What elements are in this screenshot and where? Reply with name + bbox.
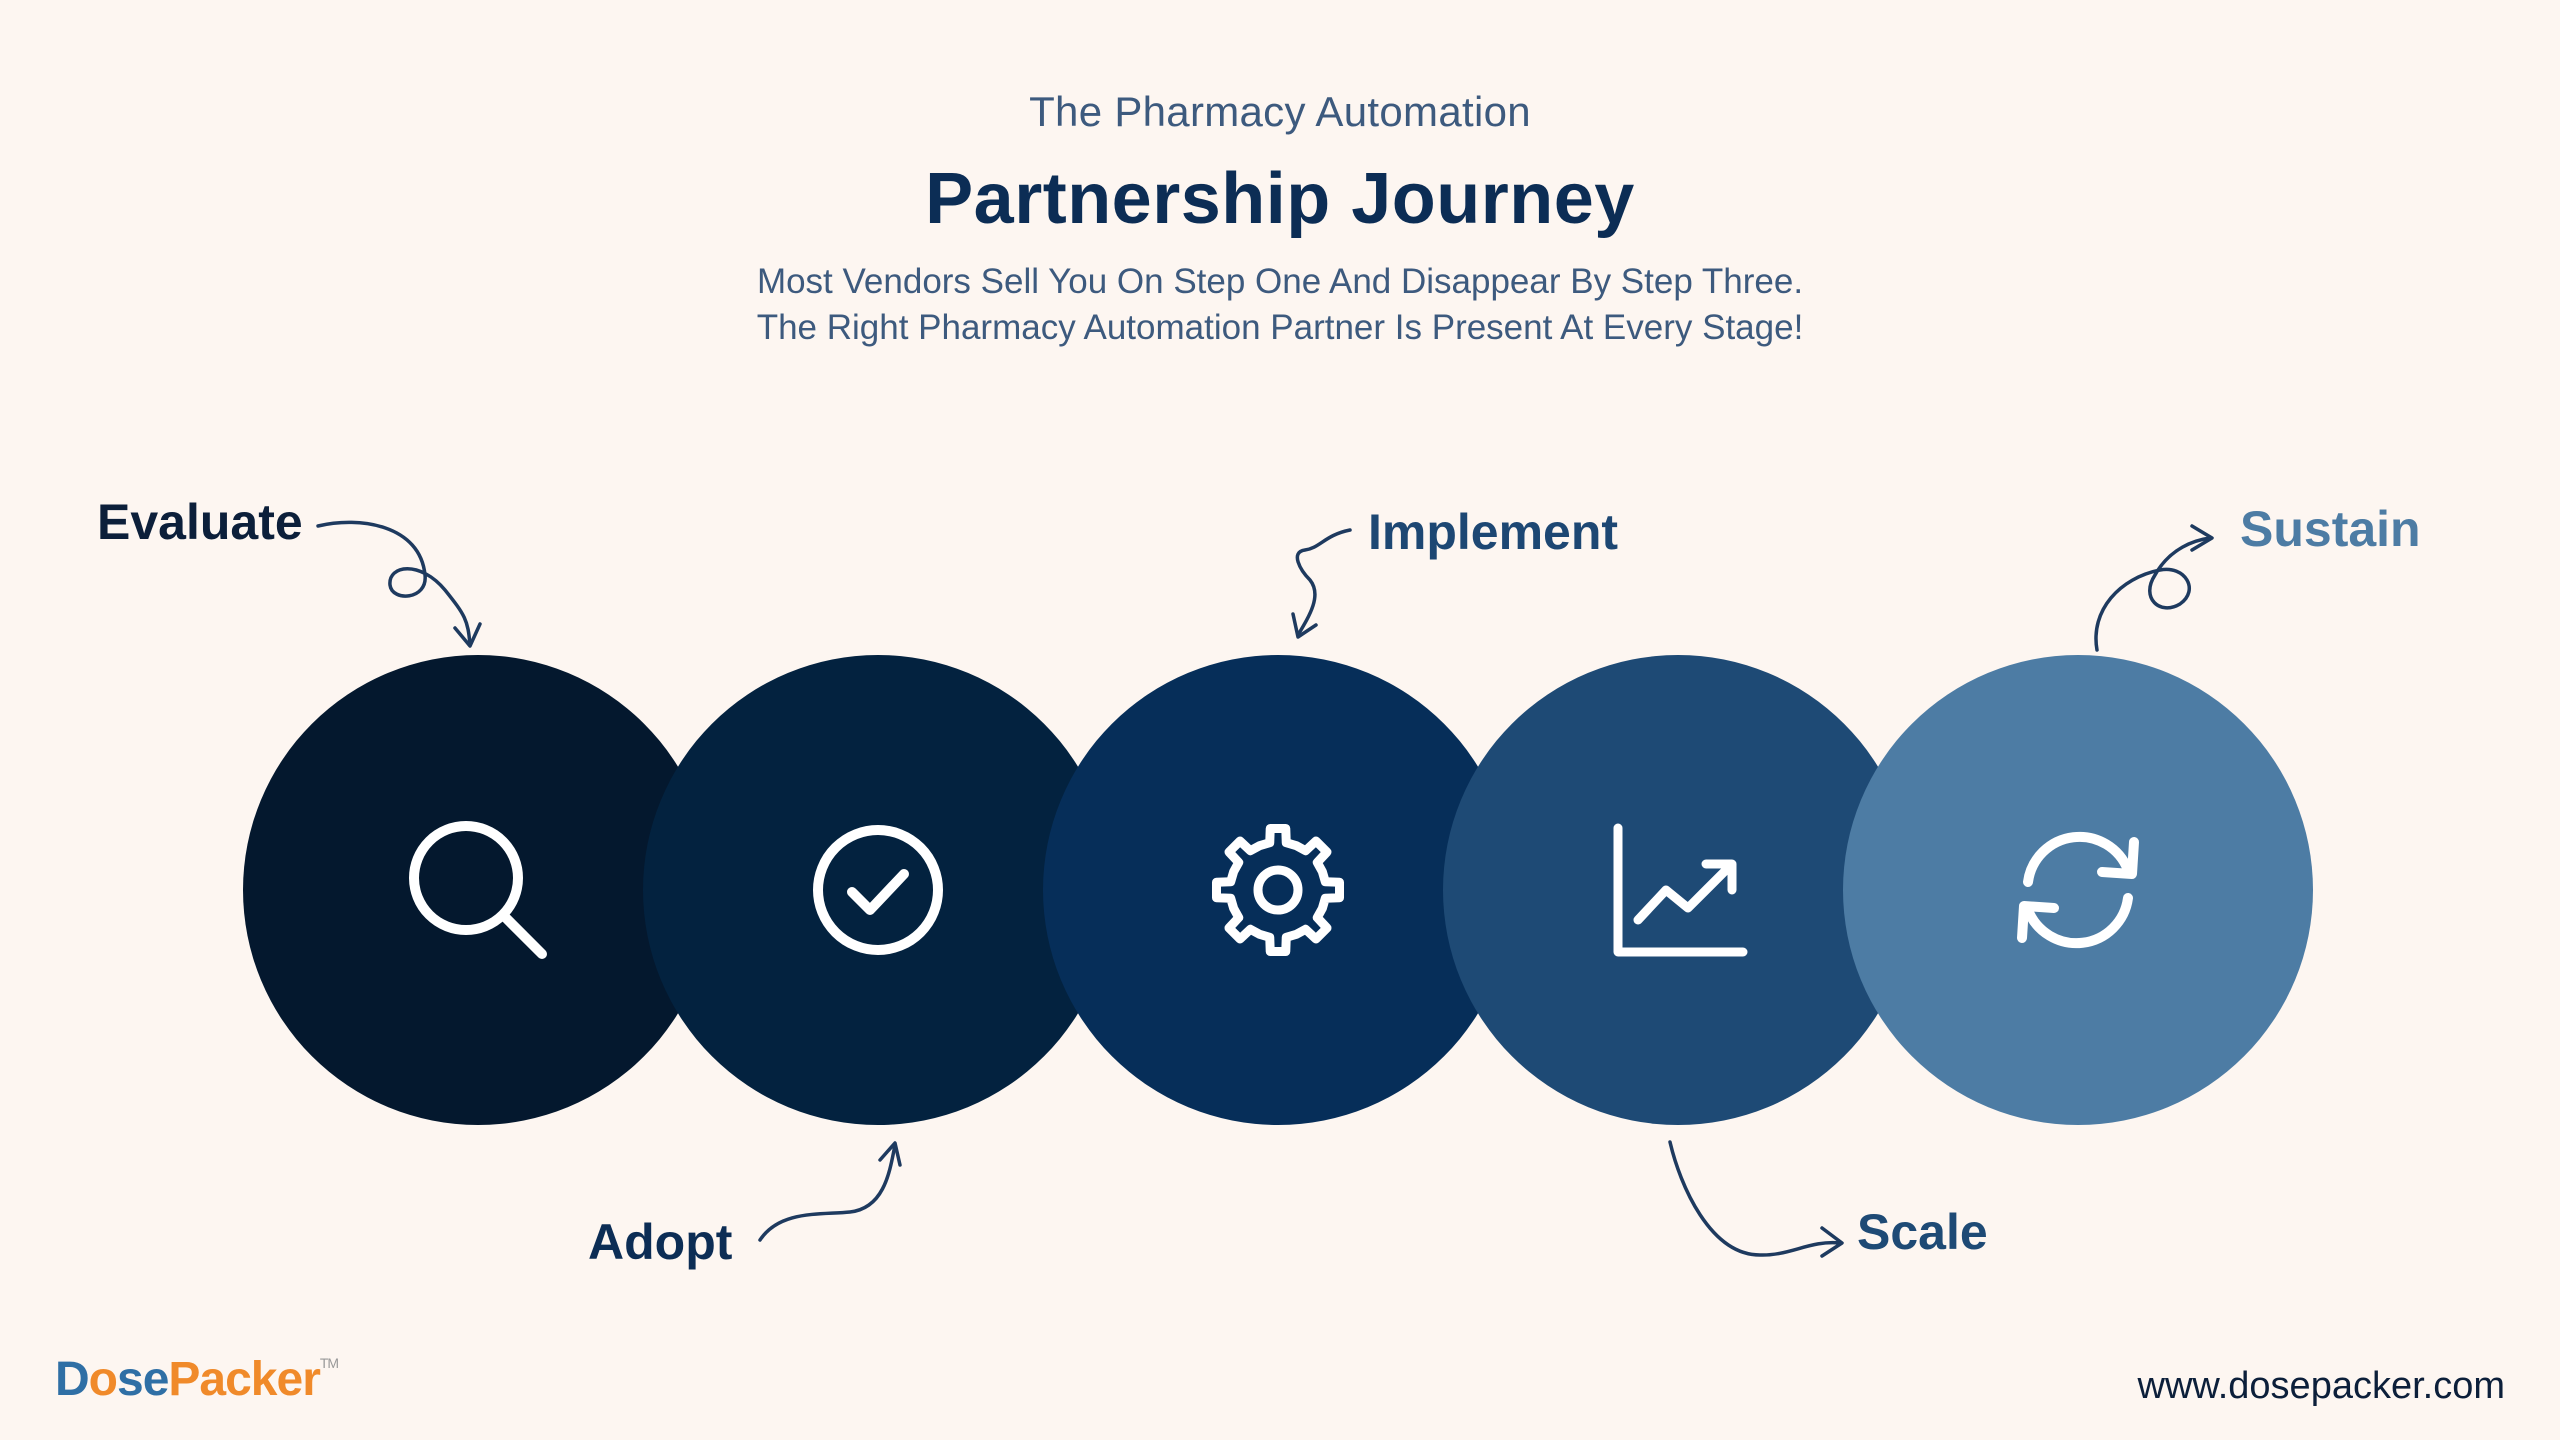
refresh-icon (2017, 831, 2139, 949)
stage-label-implement: Implement (1368, 504, 1619, 560)
stage-circle-scale (1443, 655, 1913, 1125)
stage-label-evaluate: Evaluate (97, 494, 303, 550)
stage-circle-adopt (643, 655, 1113, 1125)
gear-icon (1211, 823, 1345, 957)
arrow-implement (1295, 528, 1352, 637)
header-kicker: The Pharmacy Automation (1029, 88, 1531, 135)
stage-circle-implement (1043, 655, 1513, 1125)
stage-circle-evaluate (243, 655, 713, 1125)
arrow-evaluate (316, 520, 472, 647)
subtitle-line-1: Most Vendors Sell You On Step One And Di… (756, 262, 1804, 301)
page-title: Partnership Journey (925, 159, 1635, 239)
search-icon (409, 821, 547, 959)
arrow-sustain (2094, 536, 2212, 652)
stage-label-sustain: Sustain (2240, 501, 2421, 557)
arrow-scale (1668, 1140, 1842, 1257)
website-url[interactable]: www.dosepacker.com (2137, 1365, 2506, 1407)
stage-circle-sustain (1843, 655, 2313, 1125)
trend-chart-icon (1613, 823, 1748, 957)
stage-label-scale: Scale (1857, 1204, 1988, 1260)
arrow-adopt (758, 1143, 897, 1242)
stage-label-adopt: Adopt (588, 1214, 733, 1270)
check-circle-icon (813, 825, 943, 955)
dosepacker-logo: DosePackerTM (55, 1353, 339, 1406)
subtitle-line-2: The Right Pharmacy Automation Partner Is… (756, 308, 1804, 347)
